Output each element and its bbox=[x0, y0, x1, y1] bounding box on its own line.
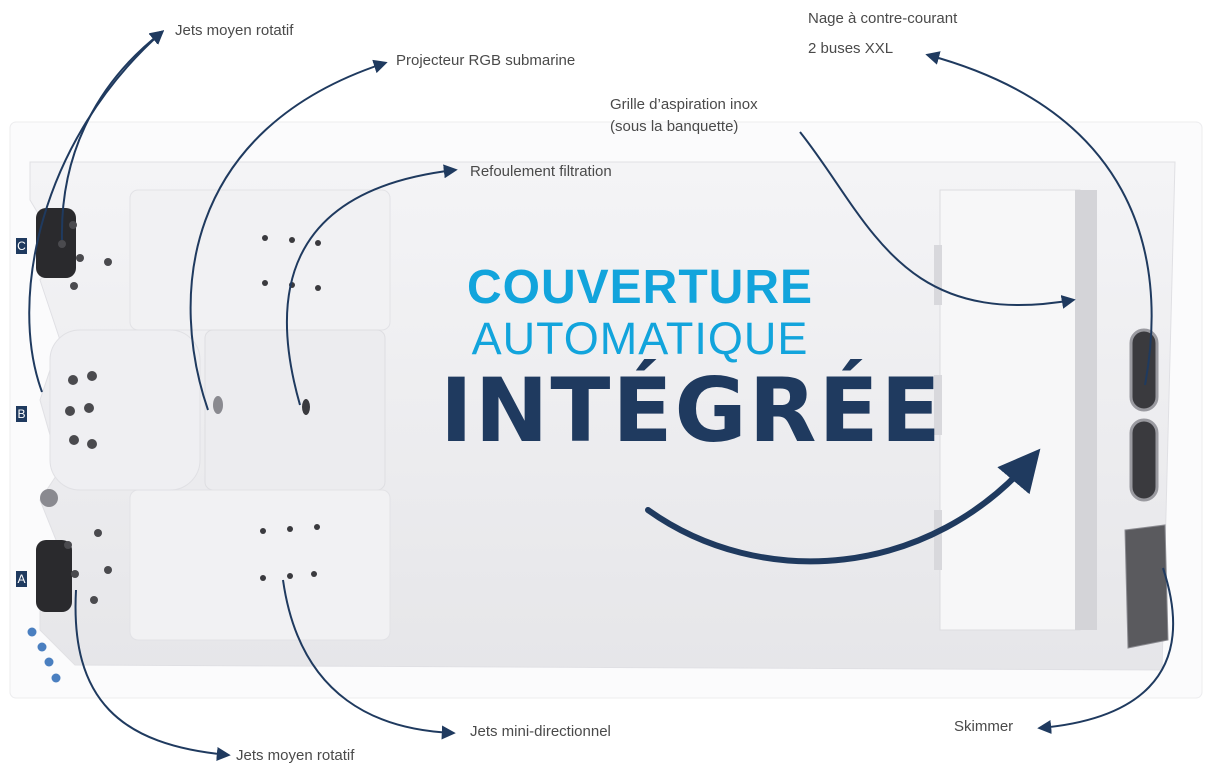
arrow-jets-top-b bbox=[28, 30, 165, 393]
filtration-outlet bbox=[302, 399, 310, 415]
seat-lower bbox=[129, 489, 391, 641]
headline-line1: COUVERTURE bbox=[466, 261, 814, 314]
control-knob bbox=[40, 489, 58, 507]
bench-notch-2 bbox=[934, 375, 942, 435]
label-skimmer: Skimmer bbox=[954, 718, 1014, 735]
skimmer-unit bbox=[1124, 524, 1169, 649]
headrest-a bbox=[36, 540, 72, 612]
label-projector: Projecteur RGB submarine bbox=[396, 52, 576, 69]
control-led-2 bbox=[37, 642, 47, 652]
seat-curved-left-b bbox=[49, 329, 201, 491]
jets-zone-b bbox=[65, 371, 97, 449]
arrow-jets-top-c bbox=[60, 30, 165, 241]
control-led-1 bbox=[27, 627, 37, 637]
label-refoulement: Refoulement filtration bbox=[470, 163, 612, 180]
mini-jets-lower bbox=[260, 524, 320, 581]
jets-zone-a bbox=[64, 529, 112, 604]
mini-jets-upper bbox=[262, 235, 321, 291]
headline: COUVERTURE AUTOMATIQUE INTÉGRÉE bbox=[440, 261, 943, 462]
label-jets-top: Jets moyen rotatif bbox=[175, 22, 294, 39]
label-swim-line2: 2 buses XXL bbox=[808, 40, 894, 57]
control-led-3 bbox=[44, 657, 54, 667]
control-led-4 bbox=[51, 673, 61, 683]
headline-line2: AUTOMATIQUE bbox=[471, 313, 809, 364]
label-mini-jets: Jets mini-directionnel bbox=[470, 723, 611, 740]
headrest-c bbox=[36, 208, 76, 278]
cover-arrow bbox=[645, 448, 1041, 565]
bench-notch-3 bbox=[934, 510, 942, 570]
arrow-grille bbox=[799, 131, 1076, 309]
arrow-skimmer bbox=[1037, 567, 1175, 734]
label-swim-line1: Nage à contre-courant bbox=[808, 10, 958, 27]
zone-tag-a: A bbox=[16, 571, 27, 587]
swim-jet-2 bbox=[1129, 418, 1159, 502]
cover-bench bbox=[939, 189, 1081, 631]
seat-middle bbox=[204, 329, 386, 491]
swim-jet-1 bbox=[1129, 328, 1159, 412]
arrow-projector bbox=[189, 59, 388, 411]
arrow-refoulement bbox=[285, 164, 458, 406]
arrow-swim-jets bbox=[925, 51, 1153, 386]
seat-upper bbox=[129, 189, 391, 331]
rgb-projector bbox=[213, 396, 223, 414]
bench-notch-1 bbox=[934, 245, 942, 305]
cover-roller bbox=[1075, 190, 1097, 630]
zone-tag-b: B bbox=[16, 406, 27, 422]
jets-zone-c bbox=[58, 221, 112, 290]
label-grille-line1: Grille d’aspiration inox bbox=[610, 96, 758, 113]
label-jets-bottom: Jets moyen rotatif bbox=[236, 747, 355, 764]
arrow-mini-jets bbox=[282, 579, 456, 740]
zone-tag-c: C bbox=[16, 238, 27, 254]
headline-line3: INTÉGRÉE bbox=[440, 359, 943, 462]
arrow-jets-bottom bbox=[74, 589, 231, 761]
label-grille-line2: (sous la banquette) bbox=[610, 118, 739, 135]
